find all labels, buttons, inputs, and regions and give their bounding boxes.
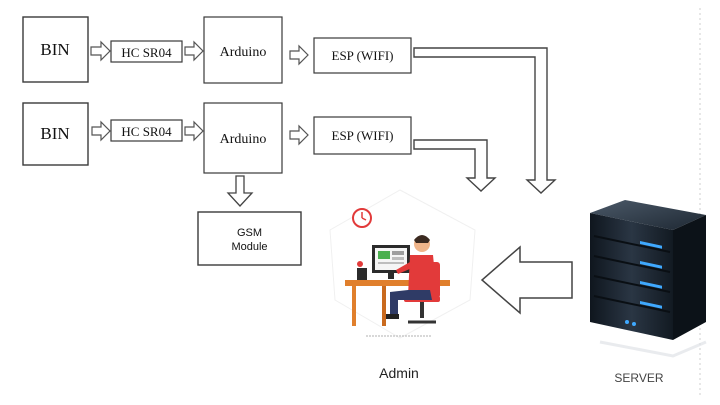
arrow-esp1-to-server	[413, 47, 557, 194]
bin-label-2: BIN	[40, 124, 69, 143]
gsm-box	[197, 211, 302, 266]
arrow-sensor-to-arduino-2	[184, 120, 204, 142]
arrow-sensor-to-arduino-1	[184, 40, 204, 62]
esp-box-2	[313, 116, 412, 155]
bin-label-1: BIN	[40, 40, 69, 59]
arduino-box-1	[203, 16, 283, 84]
esp-box-1	[313, 37, 412, 74]
row-2: BIN HC SR04 Arduino ESP (WIFI)	[22, 102, 497, 207]
desk-leg-mid	[382, 286, 386, 326]
arrow-arduino-to-esp-1	[289, 44, 309, 66]
bin-box-2	[22, 102, 89, 166]
arrow-esp2-to-admin	[413, 139, 497, 192]
arrow-bin-to-sensor-2	[91, 120, 111, 142]
clock-icon	[352, 208, 372, 228]
bin-box-1	[22, 16, 89, 83]
admin-frame	[329, 189, 476, 339]
arrow-server-to-admin	[480, 245, 573, 315]
arrow-bin-to-sensor-1	[90, 40, 111, 62]
sensor-box-2	[110, 119, 183, 142]
sensor-label-2: HC SR04	[121, 124, 172, 139]
row-1: BIN HC SR04 Arduino ESP (WIFI)	[22, 16, 557, 194]
arrow-arduino-to-gsm	[226, 175, 254, 207]
server-label: SERVER	[614, 371, 663, 385]
gsm-module: GSM Module	[197, 211, 302, 266]
admin-label: Admin	[379, 365, 419, 381]
person-icon	[386, 235, 437, 319]
desk-cup	[357, 268, 367, 280]
arduino-label-2: Arduino	[220, 132, 267, 147]
desk-leg-left	[352, 286, 356, 326]
desk-plant	[357, 261, 363, 267]
server-icon	[590, 200, 707, 358]
admin-illustration	[329, 189, 476, 339]
desk	[345, 280, 450, 286]
esp-label-2: ESP (WIFI)	[332, 128, 394, 143]
arduino-label-1: Arduino	[220, 45, 267, 60]
esp-label-1: ESP (WIFI)	[332, 48, 394, 63]
gsm-label-line1: GSM	[237, 227, 262, 239]
monitor-icon	[372, 245, 410, 279]
arrow-arduino-to-esp-2	[289, 124, 309, 146]
sensor-label-1: HC SR04	[121, 45, 172, 60]
gsm-label-line2: Module	[231, 241, 267, 253]
sensor-box-1	[110, 40, 183, 63]
arduino-box-2	[203, 102, 283, 174]
